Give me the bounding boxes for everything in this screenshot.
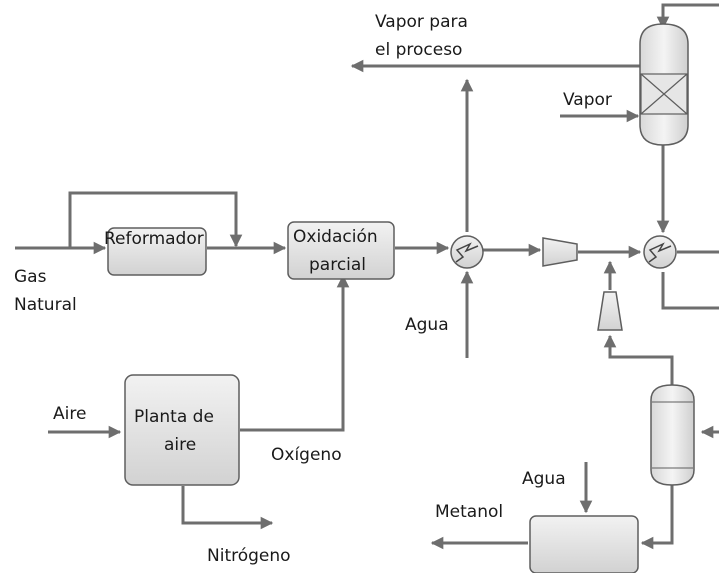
pipe-hx2-loop [661, 272, 719, 310]
pipe-reformer-bypass [68, 191, 243, 248]
heat-exchanger-1 [450, 235, 484, 269]
oxigeno-label: Oxígeno [271, 445, 342, 465]
recycle-compressor-icon [597, 291, 623, 331]
separator-vessel [650, 384, 695, 486]
reformador-label: Reformador [104, 229, 204, 249]
oxidacion-parcial-unit [287, 221, 395, 280]
heat-exchanger-coil-icon [455, 242, 479, 263]
heat-exchanger-2 [643, 235, 677, 269]
agua-label-2: Agua [522, 469, 566, 489]
gas-natural-label-line2: Natural [14, 295, 77, 315]
agua-label-1: Agua [405, 315, 449, 335]
vapor-label: Vapor [563, 90, 612, 110]
compressor-icon [542, 237, 578, 267]
planta-label-line2: aire [164, 435, 196, 455]
gas-natural-label-line1: Gas [14, 267, 47, 287]
pipe-separator-to-recycle [603, 334, 674, 388]
absorption-column-unit [529, 515, 639, 573]
vapor-proceso-label-line2: el proceso [375, 40, 462, 60]
pipe-separator-to-column [640, 480, 674, 550]
aire-label: Aire [53, 404, 86, 424]
pipes [15, 3, 719, 550]
pipe-nitrogeno [181, 486, 274, 530]
planta-label-line1: Planta de [134, 407, 214, 427]
heat-exchanger-coil-icon [648, 242, 672, 263]
metanol-label: Metanol [435, 502, 503, 522]
planta-de-aire-unit [124, 374, 240, 486]
nitrogeno-label: Nitrógeno [207, 546, 291, 566]
reformador-unit [107, 227, 207, 276]
oxidacion-label-line1: Oxidación [293, 227, 378, 247]
reactor-vessel [639, 23, 689, 146]
oxidacion-label-line2: parcial [309, 255, 366, 275]
pipe-top-feed [656, 3, 719, 30]
pipe-oxigeno [240, 274, 350, 432]
vapor-proceso-label-line1: Vapor para [375, 12, 468, 32]
